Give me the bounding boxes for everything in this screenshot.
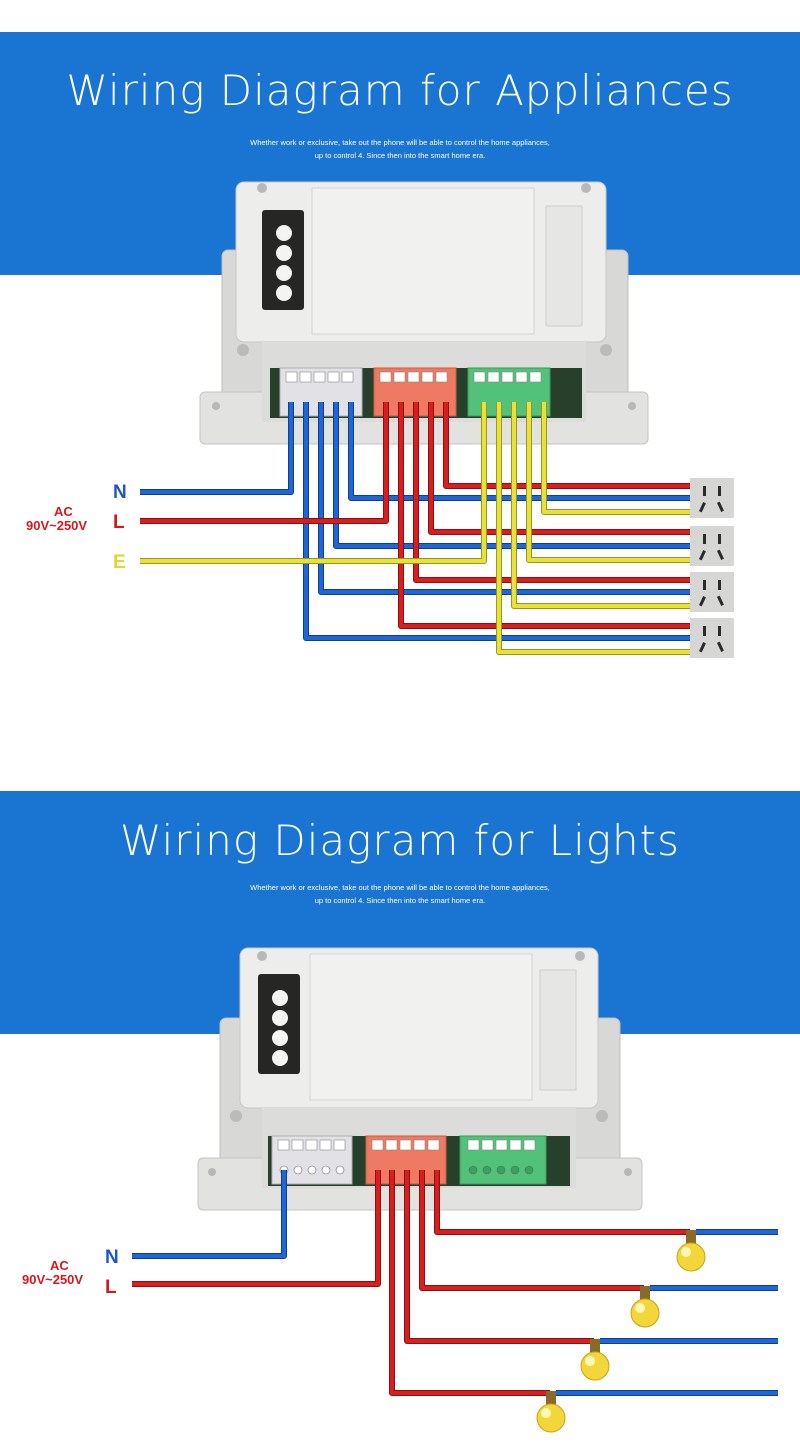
lights-label-voltage: 90V~250V (22, 1272, 83, 1287)
appliances-label-n: N (113, 482, 127, 503)
appliances-title: Wiring Diagram for Appliances (66, 66, 734, 115)
appliances-subtitle-line1: Whether work or exclusive, take out the … (250, 138, 550, 147)
lights-label-l: L (105, 1277, 117, 1298)
power-sockets (690, 478, 734, 658)
lights-section: Wiring Diagram for Lights Whether work o… (0, 760, 800, 1448)
lights-neutral-wires (132, 1170, 778, 1396)
appliances-section: Wiring Diagram for Appliances Whether wo… (0, 0, 800, 700)
light-bulbs (536, 1230, 706, 1433)
lights-label-ac: AC (50, 1258, 69, 1273)
lights-live-wires (132, 1170, 690, 1396)
socket-4 (690, 618, 734, 658)
appliances-label-l: L (113, 512, 125, 533)
neutral-wires (140, 402, 690, 641)
lights-subtitle: Whether work or exclusive, take out the … (0, 881, 800, 907)
appliances-label-voltage: 90V~250V (26, 518, 87, 533)
socket-2 (690, 526, 734, 566)
lights-label-n: N (105, 1247, 119, 1268)
relay-device-enclosure (199, 181, 649, 445)
bulb-3-icon (580, 1339, 610, 1381)
appliances-subtitle: Whether work or exclusive, take out the … (0, 136, 800, 162)
socket-3 (690, 572, 734, 612)
lights-subtitle-line2: up to control 4. Since then into the sma… (314, 896, 486, 905)
appliances-subtitle-line2: up to control 4. Since then into the sma… (314, 151, 486, 160)
socket-1 (690, 478, 734, 518)
bulb-4-icon (536, 1391, 566, 1433)
lights-diagram: N AC 90V~250V L (22, 947, 778, 1433)
earth-wires (140, 402, 690, 655)
appliances-label-e: E (113, 552, 126, 573)
bulb-2-icon (630, 1286, 660, 1328)
lights-title: Wiring Diagram for Lights (120, 816, 680, 865)
appliances-label-ac: AC (54, 504, 73, 519)
lights-subtitle-line1: Whether work or exclusive, take out the … (250, 883, 550, 892)
bulb-1-icon (676, 1230, 706, 1272)
appliances-diagram: N AC 90V~250V L E (26, 181, 734, 658)
live-wires (140, 402, 690, 629)
